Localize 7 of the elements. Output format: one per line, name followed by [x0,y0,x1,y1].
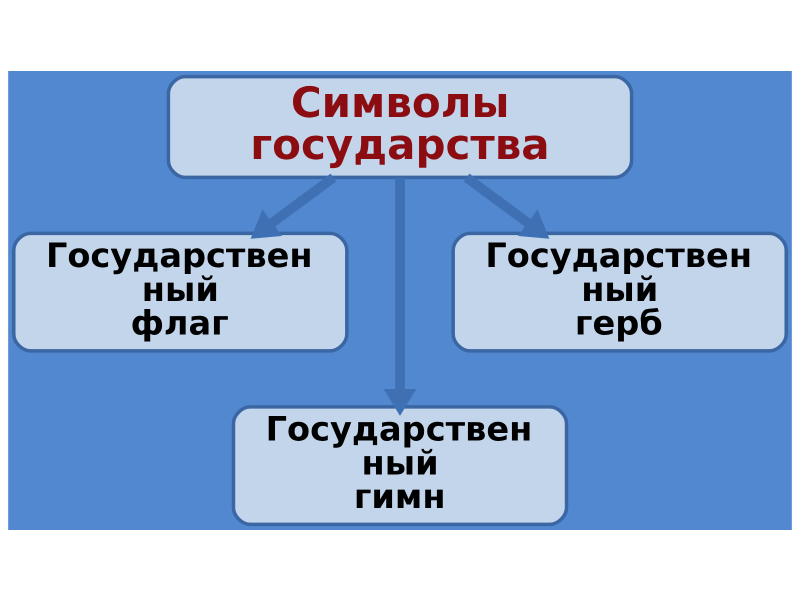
node-box: Государствен ный гимн [232,404,568,526]
node-box: Государствен ный флаг [12,231,349,352]
node-box: Символы государства [166,74,634,179]
arrow [250,173,336,238]
arrow [464,173,550,238]
arrow [384,177,416,416]
node-box: Государствен ный герб [451,231,788,352]
